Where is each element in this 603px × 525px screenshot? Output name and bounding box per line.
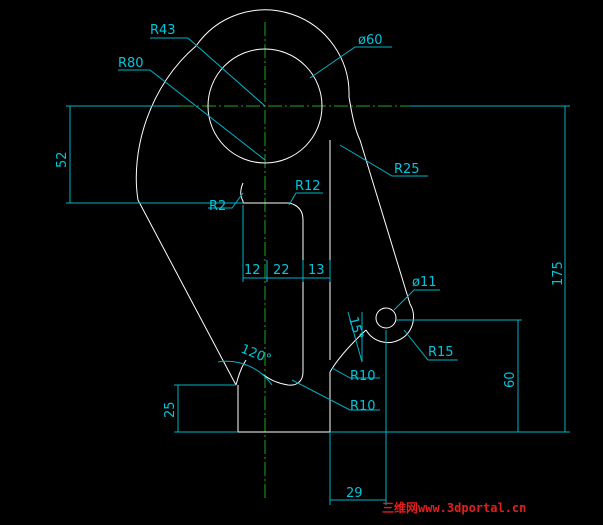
label-r43: R43 <box>150 23 176 38</box>
dimension-texts: R43 ø60 R80 52 R25 R12 R2 12 22 13 175 ø… <box>55 23 566 501</box>
watermark: 三维网www.3dportal.cn <box>382 500 526 515</box>
small-hole <box>375 307 397 329</box>
r2-notch <box>240 182 289 204</box>
r2-leader <box>208 192 244 209</box>
label-r25: R25 <box>394 162 420 177</box>
r25-leader <box>339 144 428 177</box>
label-r10b: R10 <box>350 399 376 414</box>
label-r10a: R10 <box>350 369 376 384</box>
label-dia60: ø60 <box>358 33 383 48</box>
label-dim25: 25 <box>163 401 178 418</box>
bore-circle <box>207 48 323 164</box>
dia60-leader <box>309 46 392 79</box>
angle120-arc <box>217 360 273 386</box>
r10a-leader <box>331 367 380 379</box>
label-r12: R12 <box>295 179 321 194</box>
label-d22: 22 <box>273 263 290 278</box>
r43-leader <box>150 37 266 107</box>
r15-leader <box>403 329 458 361</box>
r15-boss-arc <box>365 303 415 344</box>
r10b-leader <box>291 379 380 411</box>
label-r2: R2 <box>209 199 226 214</box>
label-d13: 13 <box>308 263 325 278</box>
center-lines <box>180 22 410 500</box>
dia11-leader <box>393 289 440 311</box>
label-r80: R80 <box>118 56 144 71</box>
label-dim60: 60 <box>503 371 518 388</box>
r12-leader <box>288 192 323 206</box>
right-edge <box>359 139 411 305</box>
label-r15: R15 <box>428 345 454 360</box>
label-d12: 12 <box>244 263 261 278</box>
boss-arc <box>195 9 350 98</box>
angle15-line-a <box>347 311 363 363</box>
slot-bottom-r10 <box>261 371 304 386</box>
label-dim175: 175 <box>551 261 566 286</box>
r80-leader <box>118 69 266 161</box>
slot-right-wall <box>288 202 304 372</box>
left-lower-edge <box>137 199 237 386</box>
left-r80-arc <box>135 45 197 201</box>
base-left-blend <box>235 359 247 386</box>
label-dim52: 52 <box>55 151 70 168</box>
label-dim29: 29 <box>346 486 363 501</box>
right-upper-arc <box>348 96 361 141</box>
label-dia11: ø11 <box>412 275 437 290</box>
label-ang15: 15° <box>345 315 365 341</box>
dimension-lines <box>66 37 570 505</box>
part-outline <box>135 9 415 433</box>
